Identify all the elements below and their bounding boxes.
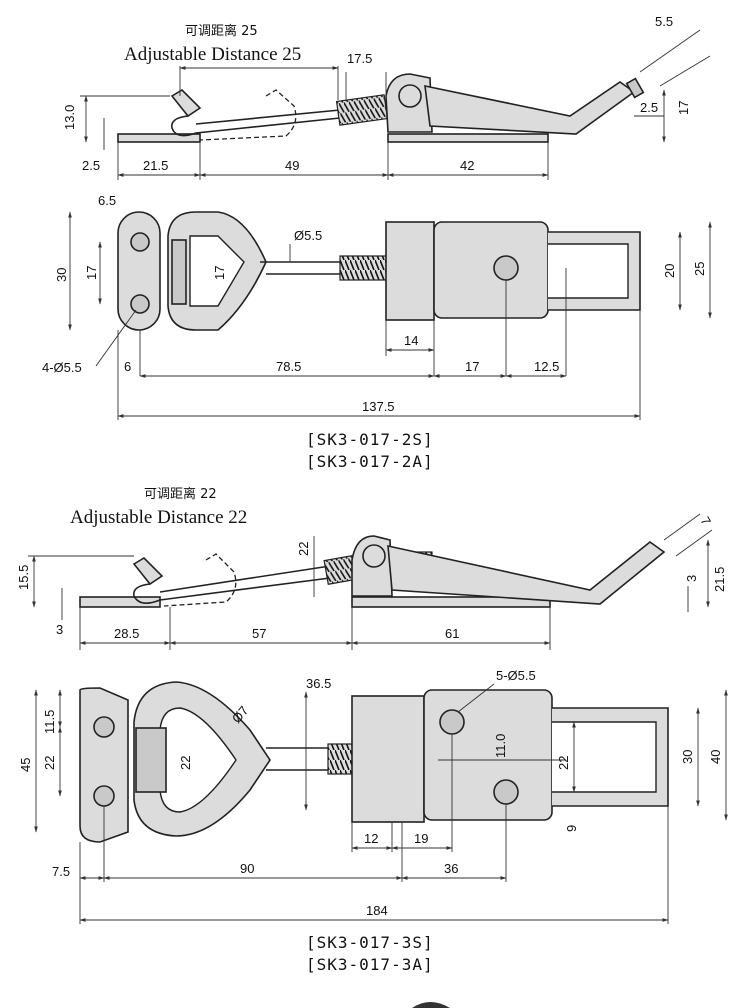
pivot-hole xyxy=(398,84,422,108)
dim-22-side: 22 xyxy=(296,542,311,556)
base-plate-b xyxy=(79,596,161,608)
latch-base-b xyxy=(351,596,551,608)
base-plate xyxy=(117,133,201,143)
dim-21-5: 21.5 xyxy=(143,158,168,173)
dim-40: 40 xyxy=(708,750,723,764)
section-b-cn-label: 可调距离 22 xyxy=(144,486,217,502)
dim-15-5: 15.5 xyxy=(16,565,31,590)
latch-base xyxy=(387,133,549,143)
dim-17-right: 17 xyxy=(676,101,691,115)
hook-dashed xyxy=(199,89,297,141)
section-a-cn-label: 可调距离 25 xyxy=(185,23,258,39)
dim-22-left: 22 xyxy=(42,756,57,770)
hook-tip-b xyxy=(132,556,164,586)
dim-5-5: 5.5 xyxy=(655,14,673,29)
dim-61: 61 xyxy=(445,626,459,641)
dim-3-left: 3 xyxy=(56,622,63,637)
dim-12-5: 12.5 xyxy=(534,359,559,374)
part-code-3a: [SK3-017-3A] xyxy=(306,955,434,974)
dim-78-5: 78.5 xyxy=(276,359,301,374)
latch-body xyxy=(433,221,549,319)
hook-dashed-b xyxy=(163,553,237,607)
section-a-side-view: 可调距离 25 Adjustable Distance 25 17.5 5.5 … xyxy=(62,14,711,180)
dim-45: 45 xyxy=(18,758,33,772)
dim-17-bottom: 17 xyxy=(465,359,479,374)
hook-tip xyxy=(170,88,202,118)
dim-19: 19 xyxy=(414,831,428,846)
dim-2-5-left: 2.5 xyxy=(82,158,100,173)
latch-lever xyxy=(424,81,636,135)
dim-30-b: 30 xyxy=(680,750,695,764)
section-a-en-label: Adjustable Distance 25 xyxy=(124,44,301,65)
dim-11-5: 11.5 xyxy=(42,710,57,734)
latch-lever-b xyxy=(387,540,666,605)
dim-184: 184 xyxy=(366,903,388,918)
section-b-side-view: 可调距离 22 Adjustable Distance 22 7 22 15.5… xyxy=(16,486,727,650)
dim-28-5: 28.5 xyxy=(114,626,139,641)
section-b-en-label: Adjustable Distance 22 xyxy=(70,507,247,528)
hook-wire xyxy=(171,115,341,137)
dim-20: 20 xyxy=(662,264,677,278)
part-code-2s: [SK3-017-2S] xyxy=(306,430,434,449)
latch-body-b xyxy=(423,689,553,821)
dim-25: 25 xyxy=(692,262,707,276)
dim-2-5-right: 2.5 xyxy=(640,100,658,115)
dim-7: 7 xyxy=(697,514,714,528)
dim-36-5: 36.5 xyxy=(306,676,331,691)
dim-dia-5-5: Ø5.5 xyxy=(294,228,322,243)
dim-90: 90 xyxy=(240,861,254,876)
dim-57: 57 xyxy=(252,626,266,641)
cropped-graphic xyxy=(412,1002,450,1008)
dim-13-0: 13.0 xyxy=(62,105,77,130)
dim-6: 6 xyxy=(124,359,131,374)
dim-6-5: 6.5 xyxy=(98,193,116,208)
dim-17-left: 17 xyxy=(84,266,99,280)
dim-42: 42 xyxy=(460,158,474,173)
dim-30: 30 xyxy=(54,268,69,282)
dim-17-5: 17.5 xyxy=(347,51,372,66)
dim-7-5: 7.5 xyxy=(52,864,70,879)
dim-49: 49 xyxy=(285,158,299,173)
latch-hinge xyxy=(385,221,435,321)
part-code-2a: [SK3-017-2A] xyxy=(306,452,434,471)
dim-14: 14 xyxy=(404,333,418,348)
dim-11-0: 11.0 xyxy=(493,734,508,758)
dim-12: 12 xyxy=(364,831,378,846)
dim-137-5: 137.5 xyxy=(362,399,395,414)
dim-9: 9 xyxy=(564,825,579,832)
dim-5-dia-5-5: 5-Ø5.5 xyxy=(496,668,536,683)
dim-4-dia-5-5: 4-Ø5.5 xyxy=(42,360,82,375)
mount-plate-b xyxy=(79,687,129,843)
spring xyxy=(335,94,389,126)
dim-22-inner: 22 xyxy=(178,756,193,770)
latch-hinge-b xyxy=(351,695,425,823)
section-a-top-view: 6.5 30 17 17 Ø5.5 20 25 4-Ø5.5 6 78.5 14… xyxy=(42,193,712,471)
dim-17-inner: 17 xyxy=(212,266,227,280)
dim-36: 36 xyxy=(444,861,458,876)
dim-22-right: 22 xyxy=(556,756,571,770)
dim-3-right: 3 xyxy=(684,575,699,582)
dim-21-5-right: 21.5 xyxy=(712,567,727,592)
section-b-top-view: 36.5 5-Ø5.5 11.5 45 22 22 Ø7 11.0 22 30 … xyxy=(18,668,728,974)
part-code-3s: [SK3-017-3S] xyxy=(306,933,434,952)
